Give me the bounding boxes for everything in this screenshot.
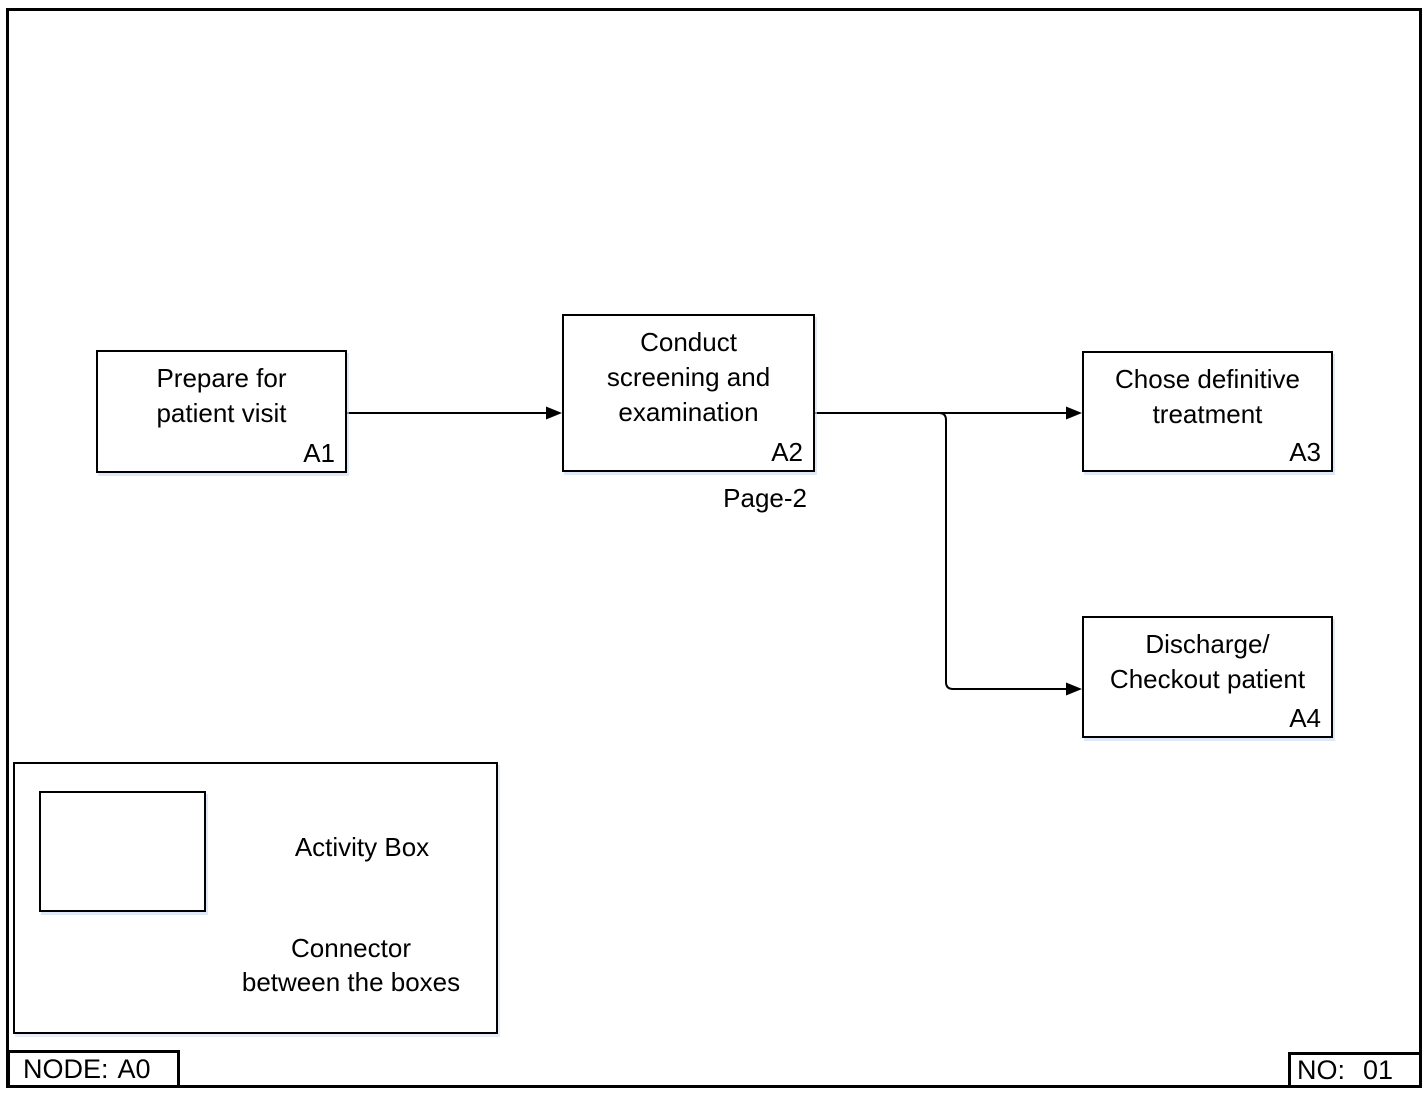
activity-box-a4: Discharge/ Checkout patient A4 (1082, 616, 1333, 738)
activity-a3-code: A3 (1289, 437, 1321, 467)
activity-box-a1: Prepare for patient visit A1 (96, 350, 347, 473)
legend-activity-box-sample (39, 791, 206, 912)
diagram-border (6, 8, 1422, 1088)
activity-a2-label: Conduct screening and examination (606, 327, 771, 427)
arrowhead-into-a4-icon (1066, 682, 1082, 696)
sheet-number-value: 01 (1362, 1054, 1393, 1085)
activity-a4-code: A4 (1289, 703, 1321, 733)
legend-connector-label: Connector between the boxes (241, 933, 461, 997)
sheet-number-label: NO: (1297, 1054, 1346, 1085)
node-value: A0 (117, 1053, 151, 1084)
node-id-box: NODE: A0 (7, 1050, 180, 1088)
arrowhead-into-a2-icon (546, 406, 562, 420)
activity-a4-label: Discharge/ Checkout patient (1109, 629, 1306, 694)
activity-a1-code: A1 (303, 438, 335, 468)
legend-box: Activity Box Connector between the boxes (13, 762, 498, 1034)
activity-a3-label: Chose definitive treatment (1115, 364, 1300, 429)
node-label: NODE: (23, 1053, 109, 1084)
page-note: Page-2 (723, 483, 807, 513)
sheet-number-box: NO: 01 (1288, 1052, 1422, 1088)
activity-box-a2: Conduct screening and examination A2 (562, 314, 815, 472)
activity-a1-label: Prepare for patient visit (156, 363, 287, 428)
activity-box-a3: Chose definitive treatment A3 (1082, 351, 1333, 472)
arrowhead-into-a3-icon (1066, 406, 1082, 420)
activity-a2-code: A2 (771, 437, 803, 467)
connector-a2-a4 (938, 412, 1069, 690)
legend-activity-box-label: Activity Box (294, 832, 430, 862)
